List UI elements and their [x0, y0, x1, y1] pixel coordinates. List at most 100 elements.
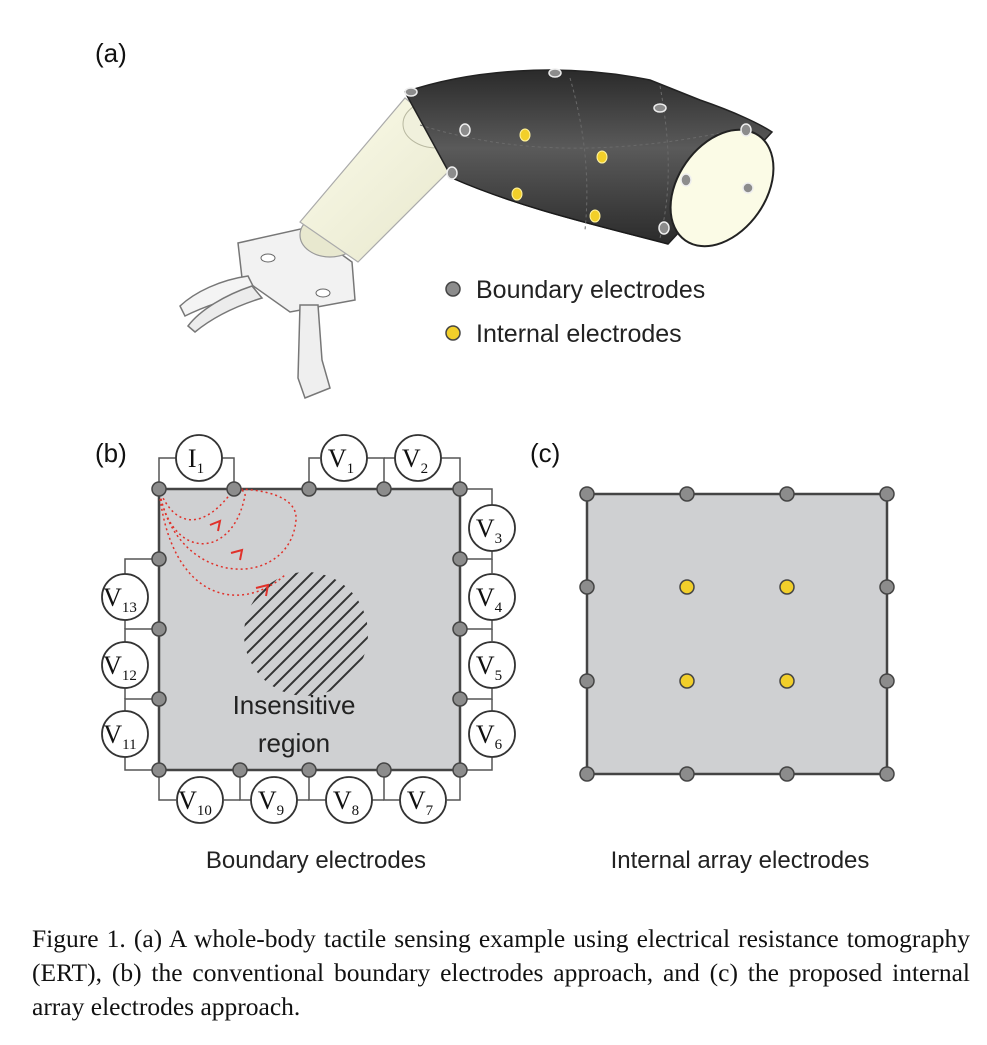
svg-text:V6: V6	[476, 720, 503, 753]
sleeve-opening	[669, 128, 775, 248]
meter-main: V	[476, 514, 495, 543]
meter-sub: 1	[347, 461, 355, 477]
svg-text:V3: V3	[476, 514, 502, 547]
voltmeter-V1: V1	[320, 434, 368, 482]
voltmeter-V11: V11	[101, 710, 149, 758]
meter-main: V	[407, 786, 426, 815]
meter-main: V	[103, 720, 122, 749]
svg-text:V9: V9	[258, 786, 284, 819]
voltmeter-V6: V6	[468, 710, 516, 758]
electrode-legend: Boundary electrodes Internal electrodes	[445, 276, 705, 348]
boundary-electrode	[404, 87, 418, 97]
meter-sub: 4	[495, 600, 503, 616]
meter-sub: 1	[197, 461, 205, 477]
current-arrow	[255, 583, 270, 597]
boundary-electrode	[658, 221, 670, 235]
internal-electrode	[679, 673, 695, 689]
meter-sub: 11	[122, 737, 136, 753]
voltmeter-V10: V10	[176, 776, 224, 824]
current-arrows	[209, 519, 270, 597]
boundary-electrode	[151, 621, 167, 637]
boundary-electrode	[879, 673, 895, 689]
legend-boundary-label: Boundary electrodes	[476, 276, 705, 304]
svg-text:V7: V7	[407, 786, 434, 819]
panel-b-label: (b)	[95, 438, 127, 468]
boundary-electrode	[452, 621, 468, 637]
current-meter-I1: I1	[175, 434, 223, 482]
boundary-electrode	[740, 123, 752, 137]
boundary-electrodes-c	[579, 486, 895, 782]
panel-b-caption: Boundary electrodes	[206, 847, 426, 874]
sleeve-seam	[569, 77, 588, 231]
boundary-electrode	[779, 766, 795, 782]
panel-c-caption: Internal array electrodes	[611, 847, 870, 874]
legend-boundary-marker	[445, 281, 461, 297]
boundary-electrode	[301, 481, 317, 497]
meter-wiring	[124, 457, 493, 801]
robot-arm-illustration	[179, 68, 775, 399]
meter-main: V	[103, 583, 122, 612]
boundary-electrode	[452, 762, 468, 778]
boundary-electrode	[452, 691, 468, 707]
insensitive-region-label-1: Insensitive	[233, 690, 356, 720]
boundary-electrode	[232, 762, 248, 778]
meter-sub: 2	[421, 461, 429, 477]
internal-electrode	[679, 579, 695, 595]
internal-electrode	[596, 150, 608, 164]
boundary-electrode	[151, 691, 167, 707]
voltmeter-V3: V3	[468, 504, 516, 552]
meter-main: V	[103, 651, 122, 680]
boundary-electrode	[376, 762, 392, 778]
voltmeter-V4: V4	[468, 573, 516, 621]
svg-text:V2: V2	[402, 444, 428, 477]
svg-text:V8: V8	[333, 786, 359, 819]
panel-c-label: (c)	[530, 438, 560, 468]
gripper-hole	[315, 288, 331, 298]
meter-sub: 3	[495, 531, 503, 547]
meter-sub: 12	[122, 668, 137, 684]
boundary-electrode	[679, 486, 695, 502]
boundary-electrode	[452, 551, 468, 567]
voltmeter-V5: V5	[468, 641, 516, 689]
current-path	[158, 488, 235, 521]
boundary-electrode	[579, 766, 595, 782]
meter-sub: 13	[122, 600, 137, 616]
voltmeter-V7: V7	[399, 776, 447, 824]
svg-text:V10: V10	[178, 786, 212, 819]
meter-main: V	[258, 786, 277, 815]
insensitive-region-label-2: region	[258, 728, 330, 758]
boundary-electrode	[879, 766, 895, 782]
legend-internal-marker	[445, 325, 461, 341]
boundary-electrode	[879, 486, 895, 502]
legend-internal-label: Internal electrodes	[476, 320, 682, 348]
svg-text:V11: V11	[103, 720, 136, 753]
sleeve-boundary-electrodes	[404, 68, 754, 235]
meter-sub: 9	[277, 803, 285, 819]
current-arrow	[230, 548, 244, 561]
svg-text:I1: I1	[188, 444, 204, 477]
sleeve-internal-electrodes	[511, 128, 608, 223]
boundary-electrode	[151, 551, 167, 567]
figure-caption: Figure 1. (a) A whole-body tactile sensi…	[32, 924, 970, 1021]
internal-electrode	[519, 128, 531, 142]
svg-text:V5: V5	[476, 651, 502, 684]
meters: I1 V1 V2 V3 V4 V5	[101, 434, 516, 824]
meter-sub: 10	[197, 803, 212, 819]
internal-electrode	[589, 209, 601, 223]
boundary-electrode	[653, 103, 667, 113]
internal-electrode	[779, 673, 795, 689]
boundary-electrode	[742, 182, 754, 194]
meter-sub: 7	[426, 803, 434, 819]
current-arrow	[209, 519, 222, 532]
boundary-electrode	[879, 579, 895, 595]
svg-text:V4: V4	[476, 583, 503, 616]
sensor-sheet	[585, 492, 889, 776]
meter-sub: 6	[495, 737, 503, 753]
meter-main: V	[476, 583, 495, 612]
internal-electrode	[779, 579, 795, 595]
boundary-electrode	[151, 762, 167, 778]
boundary-electrode	[151, 481, 167, 497]
boundary-electrode-sensor: Insensitive region	[101, 434, 516, 824]
boundary-electrode	[452, 481, 468, 497]
voltmeter-V13: V13	[101, 573, 149, 621]
